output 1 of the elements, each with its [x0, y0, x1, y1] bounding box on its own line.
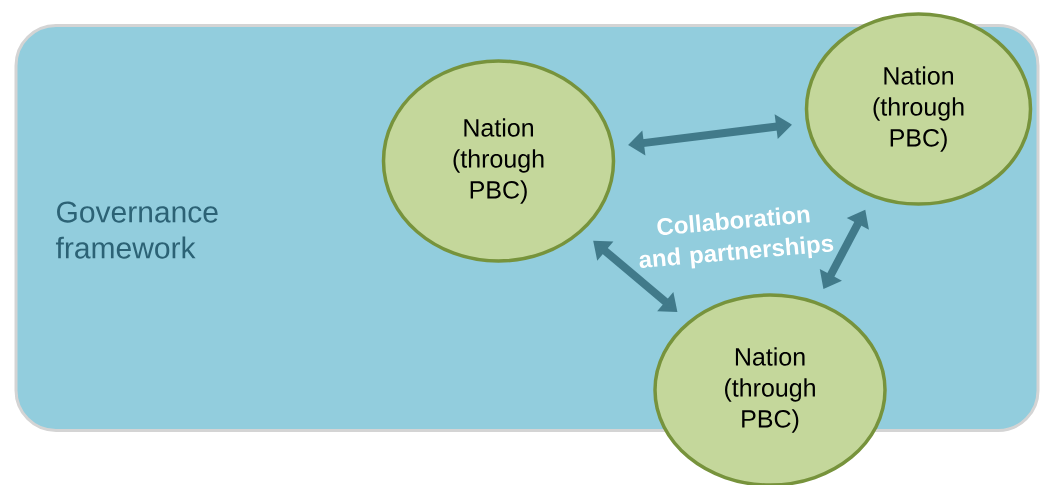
caption-text: Collaboration and partnerships — [639, 207, 834, 269]
